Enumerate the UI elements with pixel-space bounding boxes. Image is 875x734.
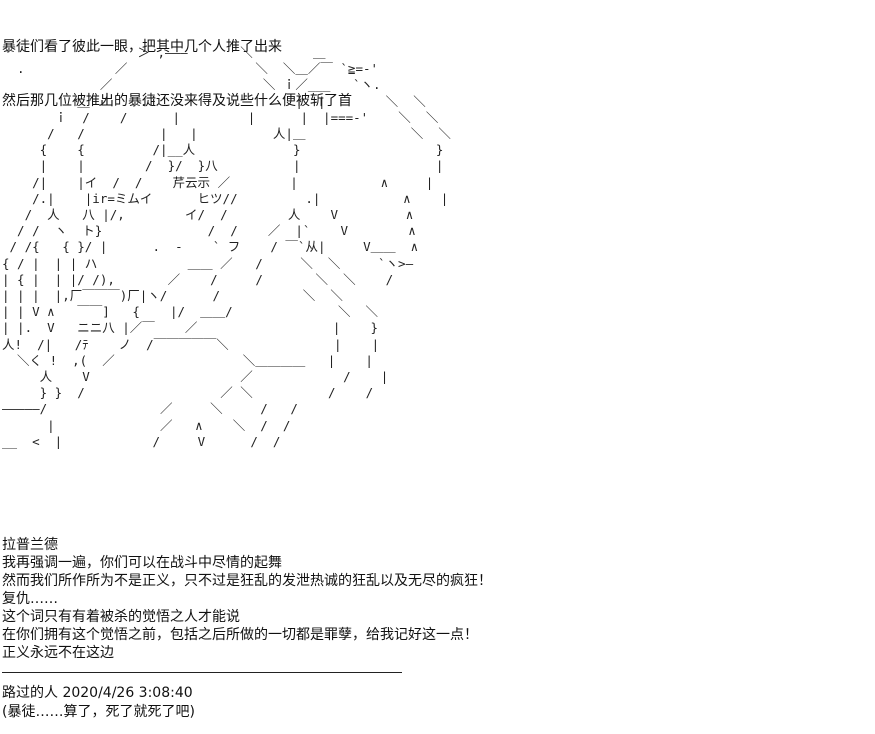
intro-line: 暴徒们看了彼此一眼，把其中几个人推了出来 [2,39,282,55]
intro-text: 暴徒们看了彼此一眼，把其中几个人推了出来 然后那几位被推出的暴徒还没来得及说些什… [2,2,352,128]
comment-text: (暴徒……算了，死了就死了吧) [2,704,195,720]
comment-meta: 路过的人 2020/4/26 3:08:40 [2,685,193,701]
speech-line: 在你们拥有这个觉悟之前，包括之后所做的一切都是罪孽，给我记好这一点！ [2,627,478,643]
comment-block: 路过的人 2020/4/26 3:08:40 (暴徒……算了，死了就死了吧) [2,684,195,722]
speaker-name: 拉普兰德 [2,537,58,553]
ascii-art: ＞ ,――― ＼ ＿ . ／ ＼ ＼＿／￣ `≧=-' ／ ＼ ｉ／___ `ヽ… [2,45,451,449]
speech-block: 拉普兰德 我再强调一遍，你们可以在战斗中尽情的起舞 然而我们所作所为不是正义，只… [2,536,492,662]
speech-line: 复仇…… [2,591,58,607]
intro-line: 然后那几位被推出的暴徒还没来得及说些什么便被斩了首 [2,93,352,109]
comment-divider [2,672,402,673]
speech-line: 然而我们所作所为不是正义，只不过是狂乱的发泄热诚的狂乱以及无尽的疯狂！ [2,573,492,589]
speech-line: 我再强调一遍，你们可以在战斗中尽情的起舞 [2,555,282,571]
speech-line: 这个词只有有着被杀的觉悟之人才能说 [2,609,240,625]
speech-line: 正义永远不在这边 [2,645,114,661]
ascii-art-figure: ＞ ,――― ＼ ＿ . ／ ＼ ＼＿／￣ `≧=-' ／ ＼ ｉ／___ `ヽ… [2,45,542,535]
